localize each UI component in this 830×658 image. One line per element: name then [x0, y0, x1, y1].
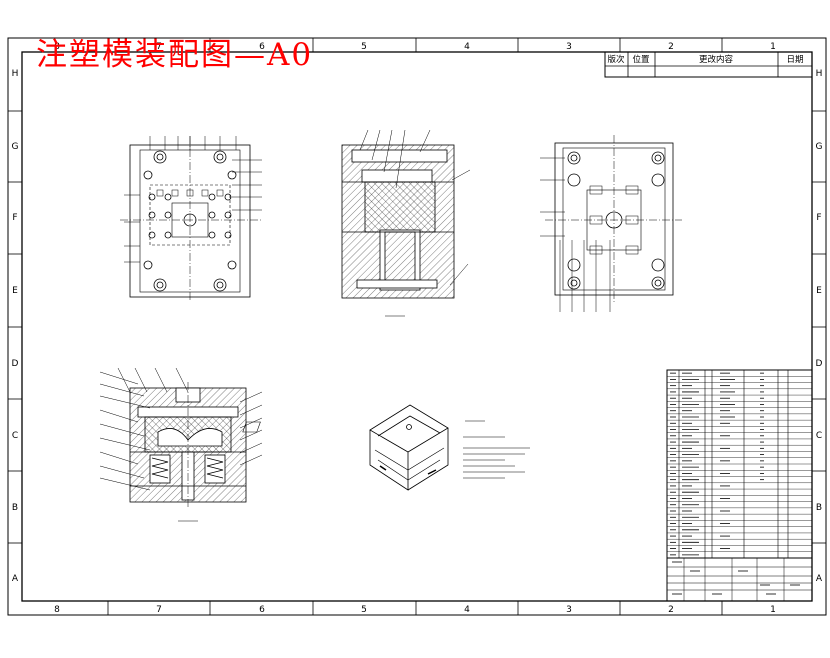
zone-row-label: E [12, 286, 18, 296]
zone-row-label: F [12, 213, 17, 223]
bill-of-materials [666, 369, 813, 559]
revision-header-date: 日期 [786, 55, 803, 65]
zone-row-label: E [816, 286, 822, 296]
zone-column-label: 1 [770, 605, 776, 615]
zone-column-label: 3 [566, 42, 572, 52]
drawing-title: 注塑模装配图—A0 [36, 37, 314, 73]
technical-notes [463, 420, 530, 479]
zone-row-label: H [12, 69, 19, 79]
zone-column-label: 2 [668, 605, 674, 615]
zone-row-label: C [816, 431, 822, 441]
zone-columns-top: 8 7 6 5 4 3 2 1 [54, 42, 776, 52]
zone-row-label: G [816, 142, 823, 152]
drawing-frame [7, 37, 827, 616]
view-isometric [242, 404, 449, 491]
zone-column-label: 6 [259, 605, 265, 615]
title-block [666, 557, 813, 602]
zone-column-label: 7 [156, 605, 162, 615]
zone-column-label: 8 [54, 605, 60, 615]
zone-column-label: 3 [566, 605, 572, 615]
zone-row-label: A [816, 574, 823, 584]
zone-column-label: 6 [259, 42, 265, 52]
zone-column-label: 4 [464, 42, 470, 52]
zone-rows-left: H G F E D C B A [12, 69, 19, 584]
zone-row-label: H [816, 69, 823, 79]
revision-header-version: 版次 [607, 54, 625, 65]
zone-rows-right: H G F E D C B A [816, 69, 823, 584]
zone-column-label: 1 [770, 42, 776, 52]
zone-row-label: D [12, 359, 19, 369]
view-section-b [99, 367, 263, 522]
view-section-a [341, 129, 471, 317]
zone-row-label: B [12, 503, 18, 513]
zone-row-label: B [816, 503, 822, 513]
zone-column-label: 5 [361, 42, 367, 52]
zone-column-label: 4 [464, 605, 470, 615]
zone-row-label: A [12, 574, 19, 584]
revision-block: 版次 位置 更改内容 日期 [604, 51, 813, 78]
zone-row-label: D [816, 359, 823, 369]
zone-column-label: 7 [156, 42, 162, 52]
zone-column-label: 5 [361, 605, 367, 615]
zone-row-label: F [816, 213, 821, 223]
zone-ticks [8, 38, 826, 615]
zone-column-label: 8 [54, 42, 60, 52]
zone-column-label: 2 [668, 42, 674, 52]
zone-columns-bottom: 8 7 6 5 4 3 2 1 [54, 605, 776, 615]
view-bottom-plan [540, 135, 682, 312]
revision-header-position: 位置 [632, 54, 650, 65]
revision-header-content: 更改内容 [699, 54, 734, 65]
zone-row-label: G [12, 142, 19, 152]
view-top-plan [120, 136, 262, 302]
zone-row-label: C [12, 431, 18, 441]
